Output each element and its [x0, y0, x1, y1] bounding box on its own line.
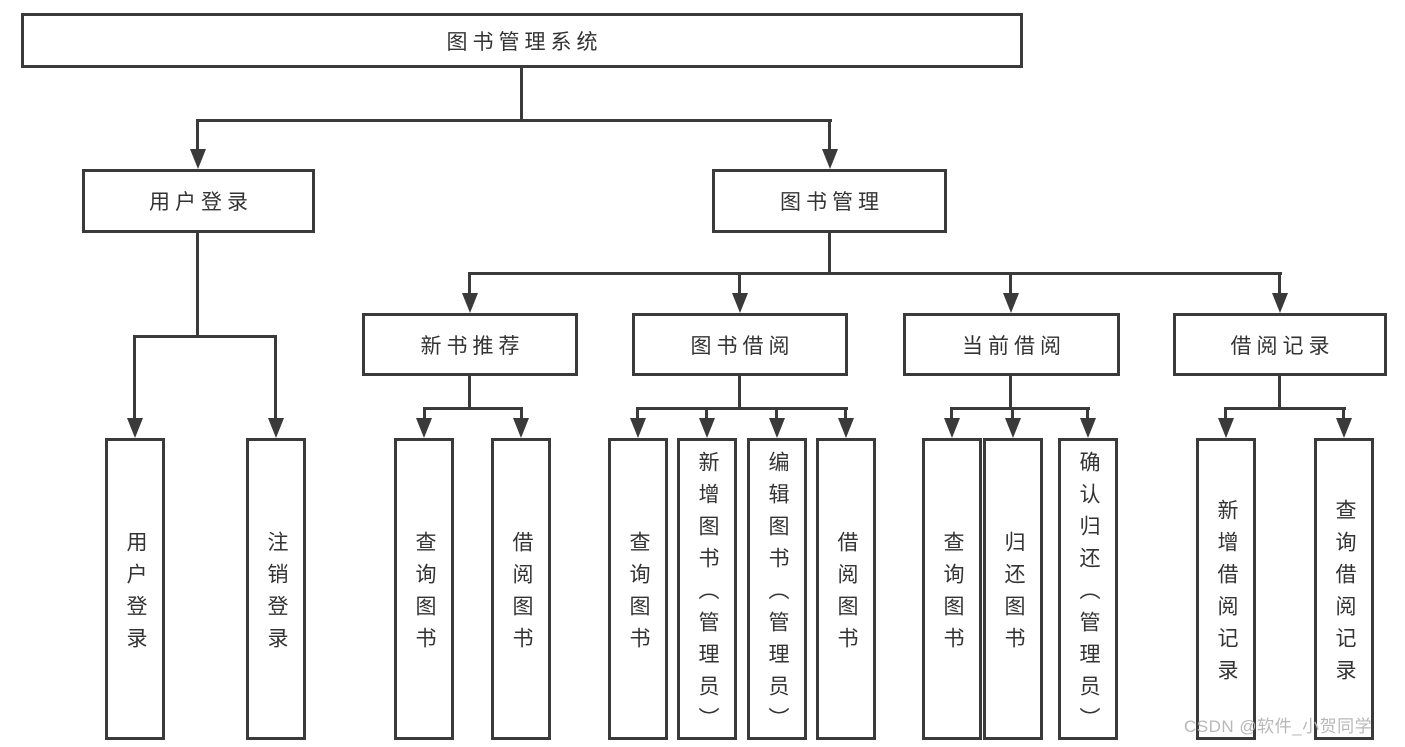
node-label: 新增图书（管理员） [696, 450, 719, 739]
connector-hline [1224, 407, 1346, 410]
arrow-down-icon [1003, 293, 1019, 313]
arrow-down-icon [822, 149, 838, 169]
leaf-borrow-books: 借阅图书 [816, 438, 876, 740]
node-label: 查询图书 [941, 530, 964, 659]
connector-vline [1278, 272, 1281, 298]
node-book-management: 图书管理 [712, 169, 947, 233]
node-label: 借阅图书 [835, 530, 858, 659]
connector-vline [133, 335, 136, 423]
node-label: 新书推荐 [420, 334, 525, 358]
connector-hline [423, 407, 523, 410]
connector-vline [1086, 407, 1089, 422]
leaf-query-books-recommend: 查询图书 [394, 438, 454, 740]
connector-vline [738, 376, 741, 410]
csdn-watermark: CSDN @软件_小贺同学 [1184, 717, 1373, 736]
node-label: 新增借阅记录 [1215, 498, 1238, 691]
connector-hline [133, 335, 277, 338]
arrow-down-icon [1218, 418, 1234, 438]
connector-vline [1011, 407, 1014, 422]
connector-hline [468, 272, 1282, 275]
arrow-down-icon [769, 418, 785, 438]
node-label: 图书管理 [780, 191, 884, 214]
node-user-login: 用户登录 [82, 169, 315, 233]
connector-vline [1342, 407, 1345, 422]
connector-vline [828, 119, 831, 153]
leaf-edit-book-admin: 编辑图书（管理员） [747, 438, 807, 740]
leaf-add-book-admin: 新增图书（管理员） [677, 438, 737, 740]
leaf-return-book: 归还图书 [983, 438, 1043, 740]
connector-vline [775, 407, 778, 422]
node-label: 注销登录 [265, 530, 288, 659]
node-book-borrowing: 图书借阅 [632, 313, 848, 376]
node-label: 借阅图书 [510, 530, 533, 659]
connector-vline [844, 407, 847, 422]
connector-vline [636, 407, 639, 422]
node-label: 归还图书 [1002, 530, 1025, 659]
leaf-query-books-current: 查询图书 [922, 438, 982, 740]
arrow-down-icon [630, 418, 646, 438]
connector-vline [950, 407, 953, 422]
leaf-confirm-return-admin: 确认归还（管理员） [1058, 438, 1118, 740]
arrow-down-icon [732, 293, 748, 313]
connector-vline [828, 233, 831, 275]
arrow-down-icon [838, 418, 854, 438]
connector-hline [196, 119, 832, 122]
arrow-down-icon [1005, 418, 1021, 438]
leaf-add-borrow-record: 新增借阅记录 [1196, 438, 1256, 740]
connector-hline [636, 407, 848, 410]
connector-vline [1224, 407, 1227, 422]
arrow-down-icon [1272, 293, 1288, 313]
connector-vline [274, 335, 277, 423]
node-label: 查询图书 [413, 530, 436, 659]
arrow-down-icon [190, 149, 206, 169]
node-label: 图书管理系统 [446, 30, 603, 54]
leaf-query-borrow-record: 查询借阅记录 [1314, 438, 1374, 740]
node-label: 借阅记录 [1230, 334, 1335, 358]
node-label: 当前借阅 [962, 334, 1066, 358]
connector-vline [705, 407, 708, 422]
connector-vline [468, 376, 471, 410]
node-label: 确认归还（管理员） [1077, 450, 1100, 739]
arrow-down-icon [268, 418, 284, 438]
node-new-book-recommendation: 新书推荐 [362, 313, 578, 376]
connector-vline [196, 232, 199, 338]
arrow-down-icon [1336, 418, 1352, 438]
arrow-down-icon [944, 418, 960, 438]
node-current-borrowing: 当前借阅 [903, 313, 1120, 376]
node-library-management-system: 图书管理系统 [21, 13, 1023, 68]
arrow-down-icon [1080, 418, 1096, 438]
node-label: 用户登录 [124, 530, 147, 659]
connector-vline [196, 119, 199, 153]
connector-vline [423, 407, 426, 422]
arrow-down-icon [699, 418, 715, 438]
leaf-query-books-borrowing: 查询图书 [608, 438, 668, 740]
connector-vline [468, 272, 471, 298]
arrow-down-icon [513, 418, 529, 438]
connector-vline [1009, 272, 1012, 298]
arrow-down-icon [462, 293, 478, 313]
node-label: 查询图书 [627, 530, 650, 659]
connector-vline [520, 68, 523, 122]
node-label: 用户登录 [149, 191, 253, 214]
node-borrowing-records: 借阅记录 [1173, 313, 1387, 376]
arrow-down-icon [127, 418, 143, 438]
leaf-borrow-books-recommend: 借阅图书 [491, 438, 551, 740]
leaf-logout: 注销登录 [246, 438, 306, 740]
leaf-user-login: 用户登录 [105, 438, 165, 740]
connector-vline [520, 407, 523, 422]
node-label: 图书借阅 [690, 334, 795, 358]
node-label: 查询借阅记录 [1333, 498, 1356, 691]
connector-vline [1009, 376, 1012, 410]
node-label: 编辑图书（管理员） [766, 450, 789, 739]
connector-vline [738, 272, 741, 298]
connector-hline [950, 407, 1090, 410]
arrow-down-icon [416, 418, 432, 438]
connector-vline [1278, 376, 1281, 410]
